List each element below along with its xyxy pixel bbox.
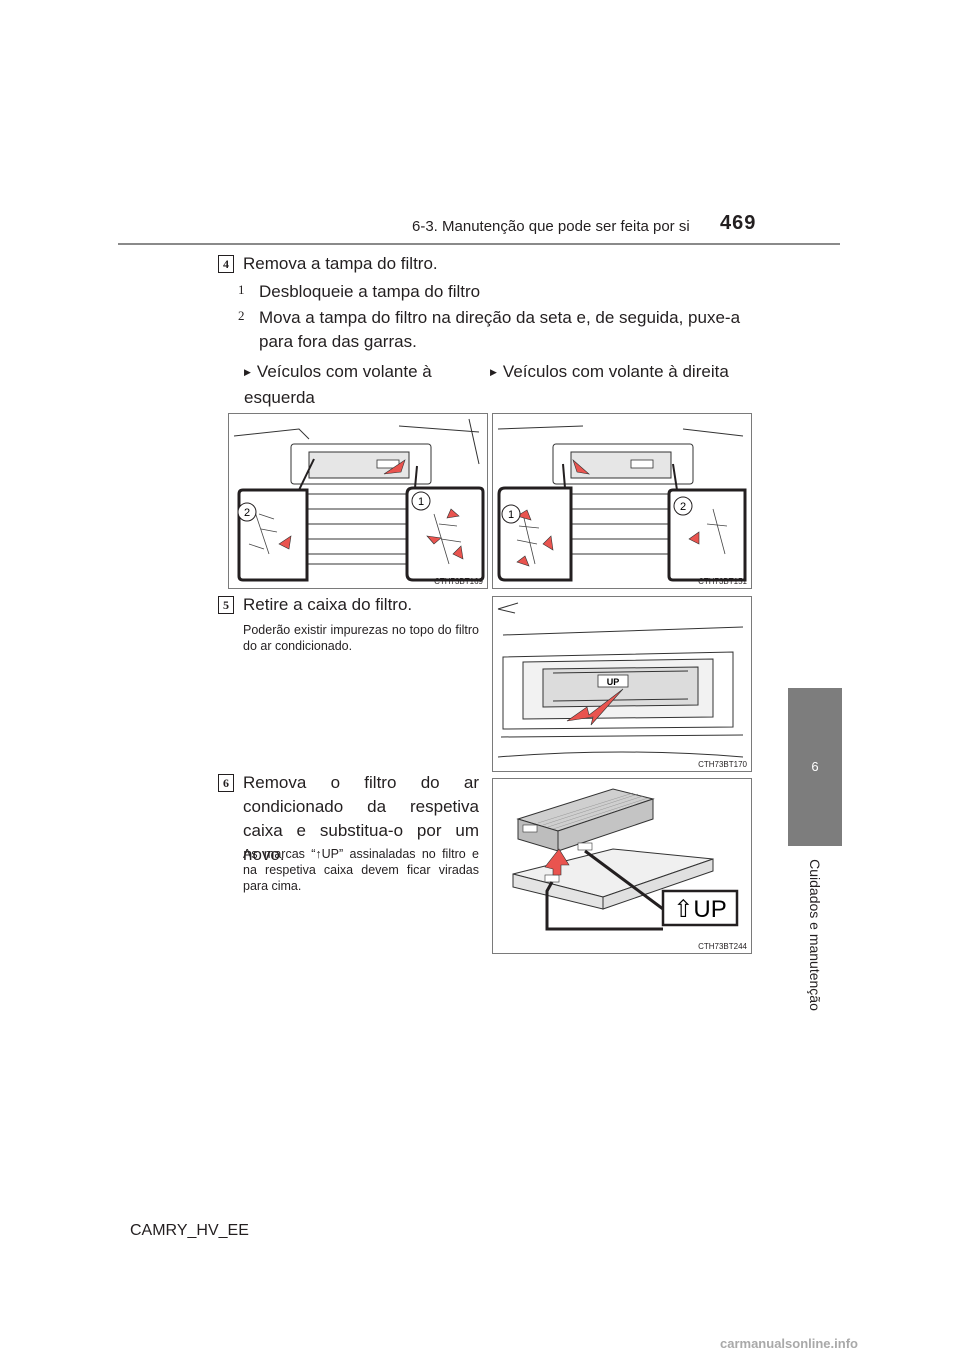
figure-left-callout-2: 2: [244, 507, 250, 519]
figure-replace-filter-drawing: ⇧UP: [512, 788, 739, 931]
right-hand-drive-heading: Veículos com volante à direita: [490, 360, 760, 386]
step-4-title: Remova a tampa do filtro.: [243, 254, 438, 273]
figure-left-drawing: 2 1: [233, 418, 485, 582]
figure-right-hand-drive: 1 2 CTH73BT151: [492, 413, 752, 589]
watermark: carmanualsonline.info: [720, 1336, 858, 1351]
figure-left-code: CTH73BT169: [434, 577, 483, 586]
figure-left-hand-drive: 2 1 CTH73BT169: [228, 413, 488, 589]
model-code: CAMRY_HV_EE: [130, 1222, 249, 1239]
figure-right-callout-1: 1: [508, 509, 514, 521]
chapter-number: 6: [811, 759, 819, 774]
figure-filter-case-code: CTH73BT170: [698, 760, 747, 769]
step-6-title: Remova o filtro do ar condicionado da re…: [243, 773, 479, 864]
step-4-sub2-text: Mova a tampa do filtro na direção da set…: [259, 308, 741, 351]
section-title: 6-3. Manutenção que pode ser feita por s…: [412, 218, 690, 235]
figure-right-callout-2: 2: [680, 501, 686, 513]
header-rule: [118, 243, 840, 245]
step-6-note: As marcas “↑UP” assinaladas no filtro e …: [243, 847, 479, 893]
left-hand-drive-heading: Veículos com volante à esquerda: [244, 360, 464, 410]
chapter-tab: 6: [788, 688, 842, 846]
figure-up-mark-label: ⇧UP: [673, 896, 726, 923]
figure-right-drawing: 1 2: [497, 425, 747, 582]
step-4-sub1-number: 1: [238, 282, 245, 297]
figure-left-callout-1: 1: [418, 496, 424, 508]
step-4-sub1-text: Desbloqueie a tampa do filtro: [259, 282, 481, 301]
step-5-title: Retire a caixa do filtro.: [243, 595, 413, 614]
page-number: 469: [720, 212, 757, 234]
figure-right-code: CTH73BT151: [698, 577, 747, 586]
step-4-sub2-number: 2: [238, 308, 245, 323]
figure-filter-case-up-label: UP: [607, 677, 620, 687]
step-6-marker: 6: [218, 774, 234, 792]
step-4-marker: 4: [218, 255, 234, 273]
step-5-marker: 5: [218, 596, 234, 614]
step-5-note: Poderão existir impurezas no topo do fil…: [243, 623, 479, 653]
figure-replace-filter: ⇧UP CTH73BT244: [492, 778, 752, 954]
chapter-label: Cuidados e manutenção: [807, 859, 823, 1011]
figure-filter-case: UP CTH73BT170: [492, 596, 752, 772]
figure-filter-case-drawing: UP: [497, 602, 744, 758]
figure-replace-filter-code: CTH73BT244: [698, 942, 747, 951]
